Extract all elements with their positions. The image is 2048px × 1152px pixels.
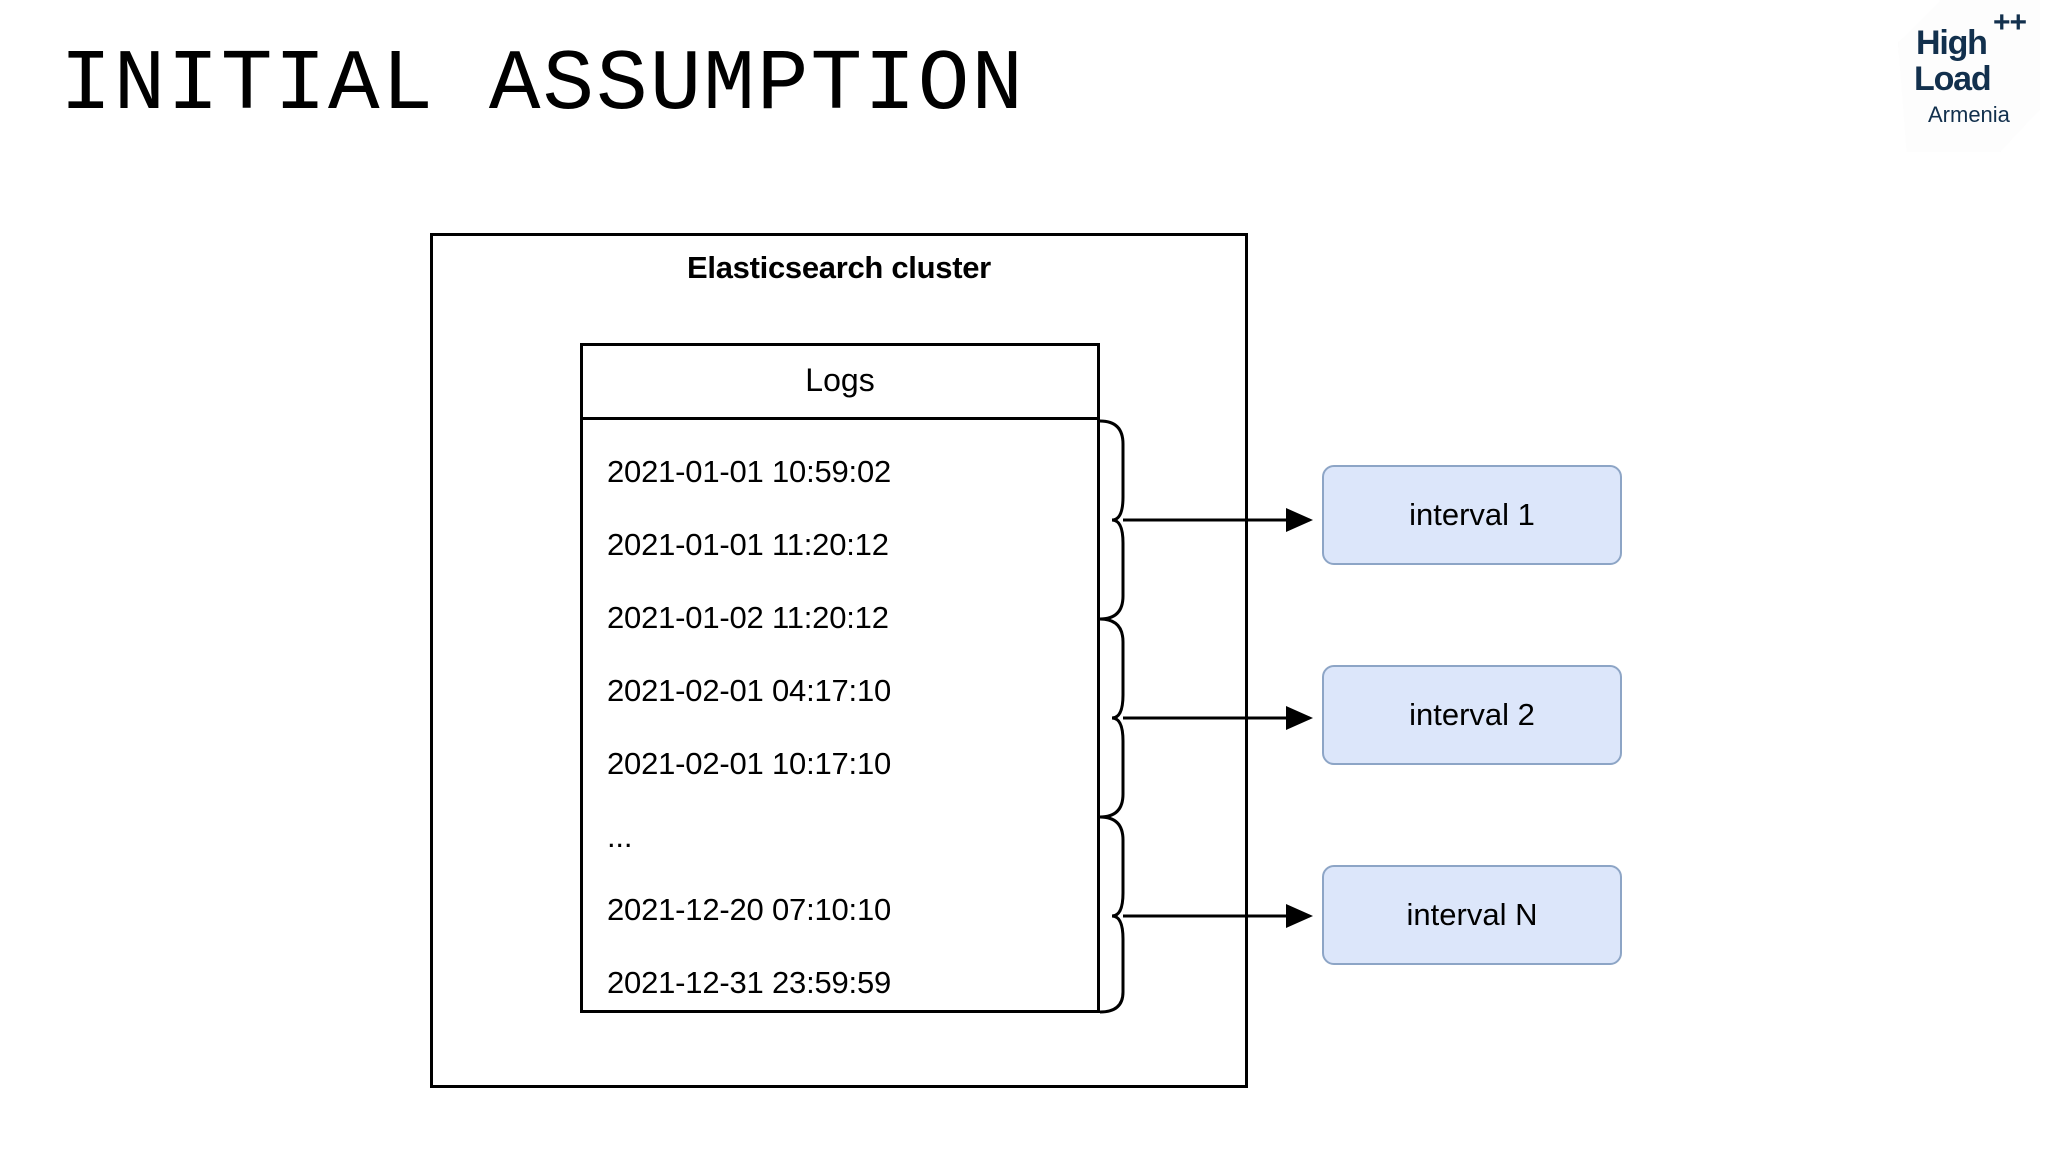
logs-table-header: Logs	[580, 343, 1100, 420]
logo-load-text: Load	[1914, 60, 1992, 98]
log-row: 2021-12-20 07:10:10	[607, 891, 892, 927]
logo-high-text: High	[1916, 24, 1988, 62]
highload-armenia-logo: ++ High Load Armenia	[1898, 0, 2040, 152]
log-row: 2021-01-02 11:20:12	[607, 599, 889, 635]
logo-badge-shape	[1898, 0, 2040, 152]
logs-table-rows: 2021-01-01 10:59:02 2021-01-01 11:20:12 …	[583, 423, 1097, 1010]
logo-wordmark: ++ High Load Armenia	[1898, 0, 2040, 152]
log-row-ellipsis: ...	[607, 818, 633, 854]
log-row: 2021-02-01 10:17:10	[607, 745, 892, 781]
logo-plus-plus: ++	[1992, 6, 2027, 39]
logs-table-box	[580, 343, 1100, 1013]
log-row: 2021-12-31 23:59:59	[607, 964, 892, 1000]
page-title: INITIAL ASSUMPTION	[60, 36, 1025, 134]
interval-box-1[interactable]: interval 1	[1322, 465, 1622, 565]
log-row: 2021-01-01 11:20:12	[607, 526, 889, 562]
elasticsearch-cluster-label: Elasticsearch cluster	[687, 250, 991, 285]
interval-box-n[interactable]: interval N	[1322, 865, 1622, 965]
log-row: 2021-01-01 10:59:02	[607, 453, 892, 489]
log-row: 2021-02-01 04:17:10	[607, 672, 892, 708]
interval-box-2[interactable]: interval 2	[1322, 665, 1622, 765]
logo-armenia-text: Armenia	[1928, 102, 2010, 127]
